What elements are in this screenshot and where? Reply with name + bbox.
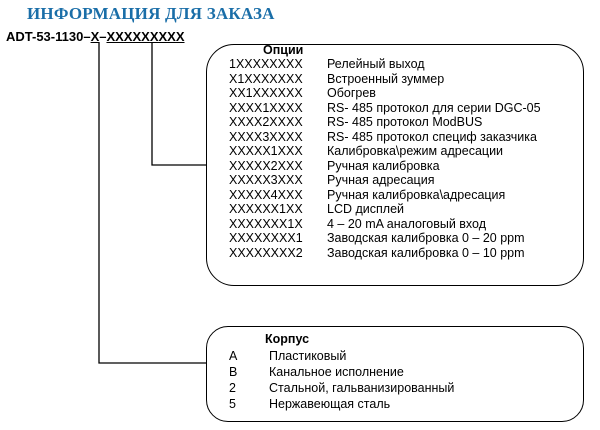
- item-description: Обогрев: [327, 86, 376, 100]
- item-code: XXXXXX1XX: [229, 202, 303, 216]
- list-item: XXXXX3XXX Ручная адресация: [229, 173, 541, 188]
- code-dash: –: [83, 29, 91, 44]
- item-description: Встроенный зуммер: [327, 71, 445, 86]
- item-code: 1XXXXXXXX: [229, 57, 303, 71]
- item-code: XXXXX2XXX: [229, 158, 303, 173]
- list-item: XXXXXXX1X 4 – 20 mA аналоговый вход: [229, 217, 541, 232]
- item-description: Ручная калибровка: [327, 158, 440, 173]
- list-item: XXXX3XXXX RS- 485 протокол специф заказчи…: [229, 130, 541, 145]
- list-item: XXXXXXXX1 Заводская калибровка 0 – 20 ppm: [229, 231, 541, 246]
- item-description: Нержавеющая сталь: [269, 397, 391, 411]
- item-code: XX1XXXXXX: [229, 86, 303, 100]
- list-item: XXXXX1XXX Калибровка\режим адресации: [229, 144, 541, 159]
- list-item: XXXXXXXX2 Заводская калибровка 0 – 10 ppm: [229, 246, 541, 261]
- page-title: ИНФОРМАЦИЯ ДЛЯ ЗАКАЗА: [27, 4, 275, 23]
- list-item: B Канальное исполнение: [229, 364, 454, 380]
- item-description: Калибровка\режим адресации: [327, 144, 504, 158]
- item-description: 4 – 20 mA аналоговый вход: [327, 216, 486, 231]
- item-code: 2: [229, 381, 236, 395]
- item-code: XXXX1XXXX: [229, 100, 303, 115]
- list-item: 5 Нержавеющая сталь: [229, 396, 454, 412]
- item-description: Заводская калибровка 0 – 10 ppm: [327, 245, 525, 260]
- item-description: RS- 485 протокол специф заказчика: [327, 129, 537, 144]
- item-code: A: [229, 349, 238, 363]
- code-dash: –: [99, 29, 107, 44]
- list-item: A Пластиковый: [229, 348, 454, 364]
- item-description: Канальное исполнение: [269, 365, 404, 379]
- item-description: Релейный выход: [327, 57, 425, 71]
- list-item: 1XXXXXXXX Релейный выход: [229, 57, 541, 72]
- case-connector: [98, 42, 206, 364]
- item-code: XXXXXXXX2: [229, 245, 303, 260]
- list-item: XXXX1XXXX RS- 485 протокол для серии DGC-…: [229, 101, 541, 116]
- item-code: 5: [229, 397, 236, 411]
- list-item: XXXX2XXXX RS- 485 протокол ModBUS: [229, 115, 541, 130]
- code-prefix: ADT-53-1130: [6, 29, 84, 44]
- item-code: XXXXX3XXX: [229, 173, 303, 187]
- item-description: Ручная адресация: [327, 173, 435, 187]
- item-code: XXXX2XXXX: [229, 115, 303, 129]
- list-item: 2 Стальной, гальванизированный: [229, 380, 454, 396]
- item-code: XXXX3XXXX: [229, 129, 303, 144]
- item-code: XXXXXXXX1: [229, 231, 303, 245]
- list-item: X1XXXXXXX Встроенный зуммер: [229, 72, 541, 87]
- options-heading: Опции: [263, 43, 304, 57]
- item-description: Пластиковый: [269, 349, 347, 363]
- list-item: XXXXXX1XX LCD дисплей: [229, 202, 541, 217]
- list-item: XX1XXXXXX Обогрев: [229, 86, 541, 101]
- options-connector: [151, 42, 206, 166]
- code-options-part: XXXXXXXXX: [106, 29, 185, 44]
- item-code: XXXXX4XXX: [229, 187, 303, 202]
- item-description: Заводская калибровка 0 – 20 ppm: [327, 231, 525, 245]
- item-description: Ручная калибровка\адресация: [327, 187, 506, 202]
- item-description: Стальной, гальванизированный: [269, 381, 455, 395]
- code-case-part: X: [90, 29, 100, 44]
- item-code: B: [229, 365, 238, 379]
- item-code: X1XXXXXXX: [229, 71, 303, 86]
- item-code: XXXXXXX1X: [229, 216, 303, 231]
- list-item: XXXXX2XXX Ручная калибровка: [229, 159, 541, 174]
- list-item: XXXXX4XXX Ручная калибровка\адресация: [229, 188, 541, 203]
- case-heading: Корпус: [265, 332, 310, 346]
- item-description: RS- 485 протокол для серии DGC-05: [327, 100, 541, 115]
- order-code: ADT-53-1130–X–XXXXXXXXX: [6, 29, 185, 44]
- item-description: LCD дисплей: [327, 202, 405, 216]
- item-description: RS- 485 протокол ModBUS: [327, 115, 483, 129]
- item-code: XXXXX1XXX: [229, 144, 303, 158]
